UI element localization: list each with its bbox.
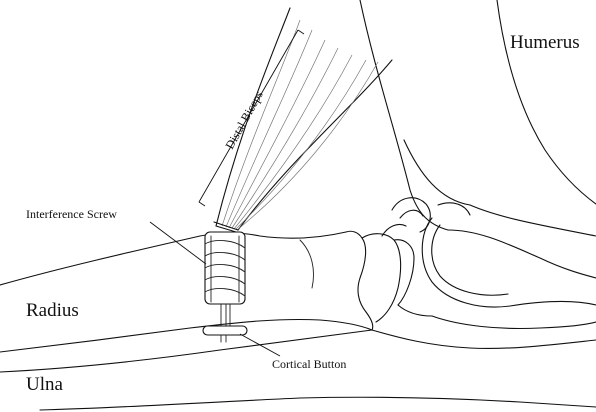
cortical-button-leader — [240, 334, 280, 356]
interference-screw — [205, 232, 245, 304]
interference-screw-leader — [150, 222, 206, 264]
distal-biceps-label: Distal Biceps — [222, 88, 266, 151]
interference-screw-label: Interference Screw — [26, 207, 117, 221]
humerus-label: Humerus — [510, 32, 580, 53]
ulna-label: Ulna — [26, 374, 64, 395]
cortical-button-label: Cortical Button — [272, 357, 346, 371]
radius-label: Radius — [26, 300, 79, 321]
